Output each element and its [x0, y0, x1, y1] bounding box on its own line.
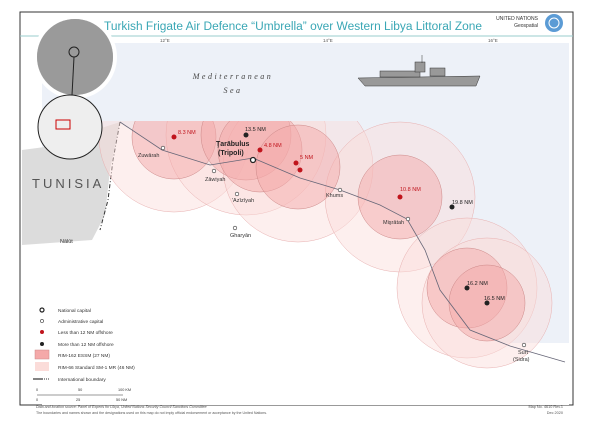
legend-item: International boundary [58, 377, 106, 383]
coastline [119, 121, 566, 363]
graticule-label: 12°E [160, 38, 170, 43]
sea-label: Mediterranean [192, 72, 274, 81]
legend-item: National capital [58, 308, 91, 314]
point-label: 8.3 NM [178, 130, 196, 136]
legend-item: RIM-162 ESSM (27 NM) [58, 353, 110, 359]
city-label: Khums [326, 193, 343, 199]
org-sub: Geospatial [514, 23, 538, 29]
city-label: 'Azīzīyah [232, 198, 254, 204]
tunisia-land [22, 122, 120, 245]
svg-text:50: 50 [78, 388, 82, 392]
city-label: Nālūt [60, 239, 73, 245]
city-label: Gharyān [230, 233, 251, 239]
map-title: Turkish Frigate Air Defence “Umbrella” o… [104, 21, 482, 33]
point-label: 4.8 NM [264, 143, 282, 149]
point-label: 16.5 NM [484, 296, 505, 302]
svg-text:100 KM: 100 KM [118, 388, 131, 392]
point-label: 13.5 NM [245, 127, 266, 133]
point-label: 16.2 NM [467, 281, 488, 287]
black-ship-points [243, 132, 490, 306]
red-ship-points [171, 134, 403, 200]
disclaimer: The boundaries and names shown and the d… [36, 411, 267, 415]
svg-text:0: 0 [36, 398, 38, 402]
sea-label: Sea [223, 86, 242, 95]
city-label: Surt [518, 350, 529, 356]
international-boundary [99, 121, 121, 231]
legend-item: Administrative capital [58, 319, 103, 325]
un-emblem-icon [545, 14, 563, 32]
map-number: Map No. 4610 Rev.1 [528, 405, 563, 409]
point-label: 19.8 NM [452, 200, 473, 206]
city-label: Zāwiyah [205, 177, 225, 183]
svg-text:50 NM: 50 NM [116, 398, 127, 402]
capital-label: Ţarābulus [216, 141, 250, 148]
city-label: (Sidra) [513, 357, 530, 363]
point-label: 10.8 NM [400, 187, 421, 193]
capital-label: (Tripoli) [218, 150, 244, 157]
svg-text:0: 0 [36, 388, 38, 392]
legend-item: Less than 12 NM offshore [58, 330, 113, 336]
graticule-label: 16°E [488, 38, 498, 43]
city-label: Mişrātah [383, 220, 404, 226]
map-date: Dec 2020 [547, 411, 563, 415]
libya-land [42, 122, 569, 405]
national-capital-icon [249, 156, 257, 164]
svg-text:25: 25 [76, 398, 80, 402]
scale-bar: 0 50 100 KM 0 25 50 NM [36, 388, 131, 402]
open-sea [42, 43, 569, 121]
frigate-icon [357, 55, 481, 87]
country-label: TUNISIA [32, 176, 104, 191]
source-note: Data and location source: Panel of Exper… [36, 405, 207, 409]
legend: National capital Administrative capital … [33, 307, 135, 383]
org-name: UNITED NATIONS [496, 16, 539, 22]
legend-item: More than 12 NM offshore [58, 342, 114, 348]
graticule-label: 14°E [323, 38, 333, 43]
legend-item: RIM-66 Standard SM-1 MR (46 NM) [58, 365, 135, 371]
point-label: 5 NM [300, 155, 314, 161]
admin-capital-icons [160, 145, 527, 348]
city-label: Zuwārah [138, 153, 159, 159]
